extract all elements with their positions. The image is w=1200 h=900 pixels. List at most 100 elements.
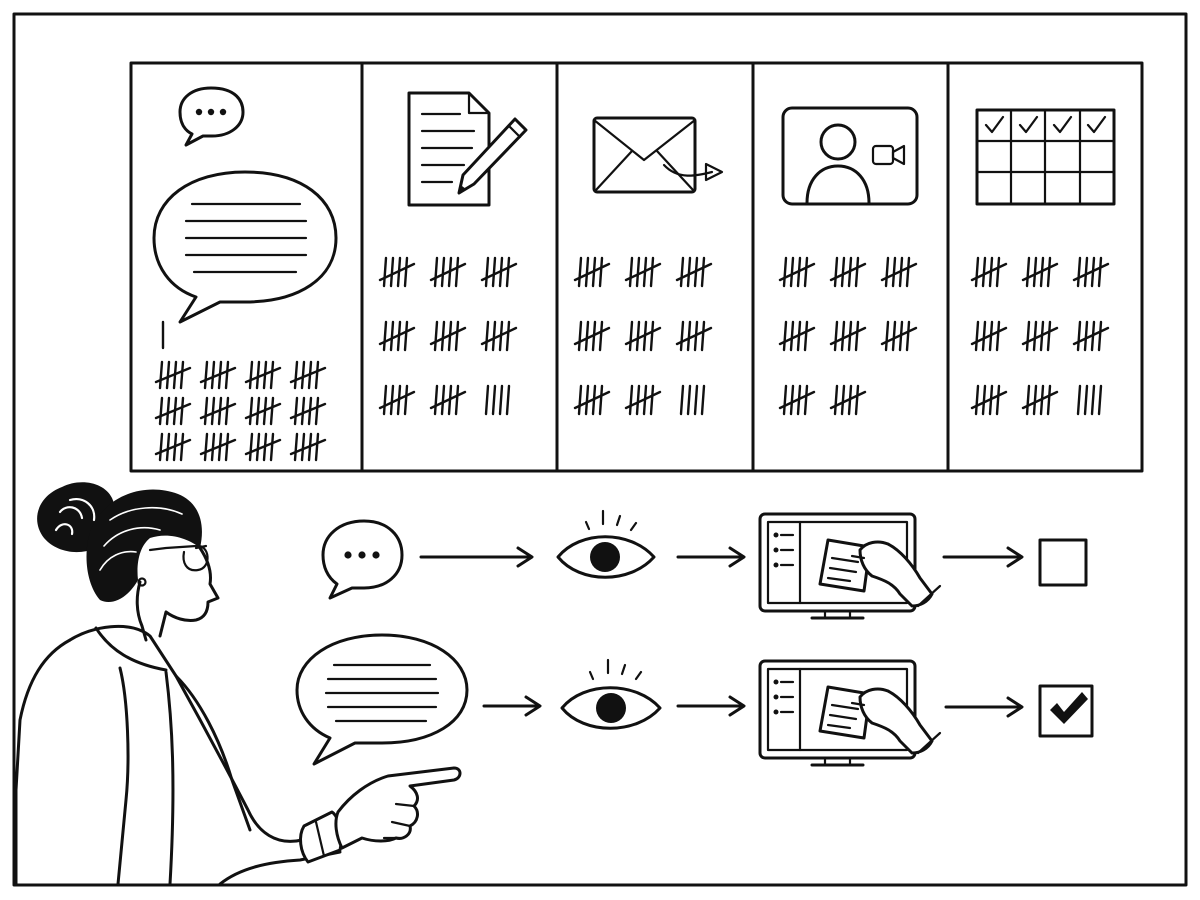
tally-stroke <box>1046 320 1052 352</box>
tally-stroke <box>179 396 185 426</box>
tally-cross-stroke <box>880 326 918 346</box>
tally-stroke <box>891 256 897 288</box>
tally-stroke <box>1025 256 1031 288</box>
tally-stroke <box>686 320 692 352</box>
tally-stroke <box>577 384 583 416</box>
tally-cross-stroke <box>675 326 713 346</box>
tally-stroke <box>454 384 460 416</box>
tally-stroke <box>789 320 795 352</box>
tally-stroke <box>203 360 209 390</box>
tally-board <box>129 61 1144 473</box>
tally-stroke <box>505 256 511 288</box>
face <box>158 546 220 638</box>
tally-stroke <box>224 432 230 462</box>
tally-cross-stroke <box>778 262 816 282</box>
tally-cross-stroke <box>970 390 1008 410</box>
tally-cross-stroke <box>829 390 867 410</box>
tally-stroke <box>854 256 860 288</box>
tally-stroke <box>203 432 209 462</box>
tally-stroke <box>891 320 897 352</box>
tally-cross-stroke <box>154 438 192 456</box>
flow-row-1 <box>321 509 1088 620</box>
tally-stroke <box>598 384 604 416</box>
tally-stroke <box>454 320 460 352</box>
tally-cross-stroke <box>1021 390 1059 410</box>
tally-stroke <box>584 320 590 352</box>
arrow-icon <box>944 696 1024 718</box>
tally-stroke <box>649 320 655 352</box>
tally-stroke <box>440 320 446 352</box>
tally-stroke <box>440 384 446 416</box>
tally-cross-stroke <box>624 326 662 346</box>
tally-stroke <box>1097 320 1103 352</box>
tally-stroke <box>210 432 216 462</box>
tally-stroke <box>300 396 306 426</box>
arrow-icon <box>482 695 542 717</box>
tally-stroke <box>803 384 809 416</box>
tally-stroke <box>491 256 497 288</box>
tally-stroke <box>505 320 511 352</box>
tally-stroke <box>484 256 490 288</box>
tally-stroke <box>454 256 460 288</box>
tally-stroke <box>255 360 261 390</box>
calendar-check-icon <box>975 108 1116 206</box>
tally-stroke <box>577 256 583 288</box>
tally-stroke <box>248 432 254 462</box>
tally-stroke <box>635 384 641 416</box>
tally-cross-stroke <box>573 262 611 282</box>
tally-stroke <box>1032 256 1038 288</box>
tally-stroke <box>269 432 275 462</box>
tally-cross-stroke <box>199 438 237 456</box>
tally-stroke <box>649 384 655 416</box>
tally-cross-stroke <box>199 402 237 420</box>
tally-stroke <box>255 396 261 426</box>
tally-cross-stroke <box>429 326 467 346</box>
tally-stroke <box>884 320 890 352</box>
eye-icon <box>556 509 656 579</box>
tally-stroke <box>584 256 590 288</box>
long-speech-bubble-icon <box>152 170 338 324</box>
tally-stroke <box>679 320 685 352</box>
tally-cross-stroke <box>970 326 1008 346</box>
jacket <box>68 624 252 832</box>
document-pencil-icon <box>407 91 528 207</box>
tally-cross-stroke <box>573 326 611 346</box>
pointing-hand <box>334 766 462 850</box>
tally-stroke <box>433 256 439 288</box>
monitor-sticky-note-icon <box>758 512 942 620</box>
tally-stroke <box>505 384 511 416</box>
tally-cross-stroke <box>829 262 867 282</box>
tally-stroke <box>1046 384 1052 416</box>
tally-stroke <box>974 320 980 352</box>
tally-stroke <box>981 384 987 416</box>
tally-stroke <box>974 384 980 416</box>
tally-stroke <box>974 256 980 288</box>
tally-stroke <box>833 384 839 416</box>
tally-stroke <box>165 396 171 426</box>
tally-stroke <box>693 384 699 416</box>
tally-stroke <box>382 256 388 288</box>
tally-stroke <box>158 360 164 390</box>
monitor-sticky-note-icon <box>758 659 942 767</box>
glasses <box>148 544 209 572</box>
tally-stroke <box>300 360 306 390</box>
tally-stroke <box>628 256 634 288</box>
tally-stroke <box>1097 384 1103 416</box>
tally-stroke <box>1076 256 1082 288</box>
tally-cross-stroke <box>154 366 192 384</box>
tally-stroke <box>484 384 490 416</box>
tally-stroke <box>210 360 216 390</box>
flow-row-2 <box>295 633 1094 767</box>
tally-cross-stroke <box>573 390 611 410</box>
tally-stroke <box>165 360 171 390</box>
tally-stroke <box>598 320 604 352</box>
tally-stroke <box>403 256 409 288</box>
tally-stroke <box>158 432 164 462</box>
tally-cross-stroke <box>778 390 816 410</box>
tally-stroke <box>981 320 987 352</box>
tally-stroke <box>840 384 846 416</box>
tally-stroke <box>179 360 185 390</box>
tally-stroke <box>628 320 634 352</box>
tally-stroke <box>314 432 320 462</box>
